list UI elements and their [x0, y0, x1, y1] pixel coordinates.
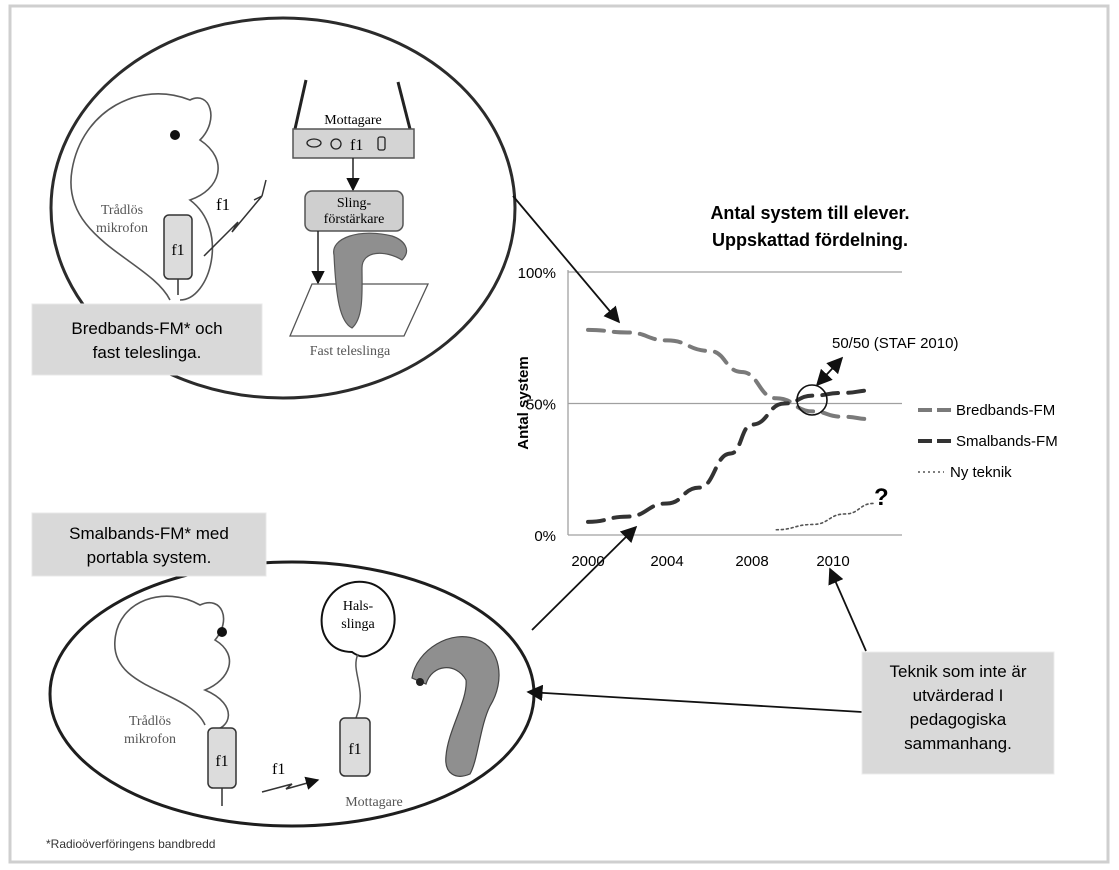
- note-line3: pedagogiska: [910, 710, 1007, 729]
- x-tick-label: 2000: [571, 553, 604, 570]
- bottom-signal-label: f1: [272, 761, 285, 778]
- note-line1: Teknik som inte är: [890, 662, 1027, 681]
- loop-amplifier-box: [304, 190, 404, 232]
- note-line2: utvärderad I: [913, 686, 1004, 705]
- chart-title-line1: Antal system till elever.: [710, 203, 909, 223]
- chart-axes: 0% 50% 100% 2000 2004 2008 2010: [518, 265, 902, 570]
- note-to-bottom-arrow: [526, 684, 863, 713]
- receiver-battery-icon: [377, 136, 386, 151]
- legend-label: Ny teknik: [950, 464, 1012, 481]
- line-chart: Antal system till elever. Uppskattad för…: [515, 203, 1058, 570]
- note-to-chart-arrow: [828, 567, 867, 652]
- receiver-label: Mottagare: [324, 113, 382, 128]
- neckloop-icon: [320, 580, 396, 658]
- x-tick-label: 2010: [816, 553, 849, 570]
- receiver-led-icon: [306, 138, 322, 148]
- y-tick-label: 100%: [518, 265, 556, 282]
- neckloop-label-line2: slinga: [341, 617, 375, 632]
- receiver-antenna-right: [396, 81, 412, 130]
- note-box: [861, 651, 1055, 775]
- bottom-mic-channel-label: f1: [215, 753, 228, 770]
- portable-receiver-label: Mottagare: [345, 795, 403, 810]
- bottom-mic-label-line1: Trådlös: [129, 714, 171, 729]
- neckloop-label-line1: Hals-: [343, 599, 374, 614]
- portable-receiver-channel-label: f1: [348, 741, 361, 758]
- series-line-bredbands-fm: [586, 327, 876, 422]
- crossover-annotation-arrow: [815, 356, 844, 387]
- x-tick-label: 2008: [735, 553, 768, 570]
- bottom-mic-capsule: [217, 627, 227, 637]
- y-tick-label: 50%: [526, 397, 556, 414]
- bottom-mic-label-line2: mikrofon: [124, 732, 176, 747]
- series-line-ny teknik: [775, 502, 875, 531]
- chart-legend: Bredbands-FM Smalbands-FM Ny teknik: [918, 402, 1058, 481]
- lanyard-cord: [70, 93, 219, 301]
- legend-label: Smalbands-FM: [956, 433, 1058, 450]
- bottom-lanyard-cord: [114, 595, 231, 731]
- untested-technology-note: Teknik som inte är utvärderad I pedagogi…: [861, 651, 1055, 775]
- receiver-gear-icon: [330, 138, 342, 150]
- top-ellipse: [49, 16, 517, 400]
- hearing-aid-earpiece: [416, 678, 424, 686]
- top-caption-line1: Bredbands-FM* och: [71, 319, 222, 338]
- top-caption-line2: fast teleslinga.: [93, 343, 202, 362]
- loop-amp-label-line2: förstärkare: [324, 212, 385, 227]
- fixed-loop-label: Fast teleslinga: [310, 344, 391, 359]
- bottom-system-diagram: f1 Trådlös mikrofon f1 Hals- slinga f1 M…: [31, 512, 536, 828]
- bottom-ellipse: [48, 560, 536, 828]
- y-axis-label: Antal system: [515, 356, 532, 449]
- mic-capsule: [170, 130, 180, 140]
- receiver-antenna-left: [293, 79, 308, 130]
- portable-receiver-device: [339, 717, 371, 777]
- top-caption-box: [31, 303, 263, 376]
- bottom-caption-line1: Smalbands-FM* med: [69, 524, 229, 543]
- crossover-annotation: 50/50 (STAF 2010): [832, 335, 958, 352]
- radio-signal-tip: [261, 179, 267, 197]
- loop-amp-label-line1: Sling-: [337, 196, 372, 211]
- chart-title-line2: Uppskattad fördelning.: [712, 230, 908, 250]
- slide-border: [8, 4, 1110, 864]
- neckloop-cord: [355, 653, 361, 719]
- signal-label: f1: [216, 195, 230, 214]
- bottom-caption-line2: portabla system.: [87, 548, 212, 567]
- bottom-caption-box: [31, 512, 267, 577]
- receiver-channel-label: f1: [350, 137, 363, 154]
- crossover-marker: [796, 384, 828, 416]
- radio-signal-icon: [203, 195, 263, 257]
- mic-label-line2: mikrofon: [96, 221, 148, 236]
- mic-channel-label: f1: [171, 242, 184, 259]
- top-system-diagram: f1 Trådlös mikrofon f1 Mottagare f1 Slin…: [31, 16, 517, 400]
- bottom-radio-signal-icon: [261, 776, 320, 793]
- fixed-loop-plane: [289, 283, 430, 337]
- footnote: *Radioöverföringens bandbredd: [46, 837, 215, 851]
- y-tick-label: 0%: [534, 528, 556, 545]
- x-tick-label: 2004: [650, 553, 683, 570]
- note-line4: sammanhang.: [904, 734, 1012, 753]
- question-mark-annotation: ?: [874, 484, 889, 511]
- hearing-aid-icon: [333, 232, 407, 329]
- mic-label-line1: Trådlös: [101, 203, 143, 218]
- bottom-hearing-aid-icon: [411, 636, 500, 777]
- top-to-chart-arrow: [512, 195, 621, 324]
- bottom-to-chart-arrow: [531, 525, 638, 631]
- series-line-smalbands-fm: [586, 388, 876, 524]
- chart-series: [586, 327, 876, 531]
- legend-label: Bredbands-FM: [956, 402, 1055, 419]
